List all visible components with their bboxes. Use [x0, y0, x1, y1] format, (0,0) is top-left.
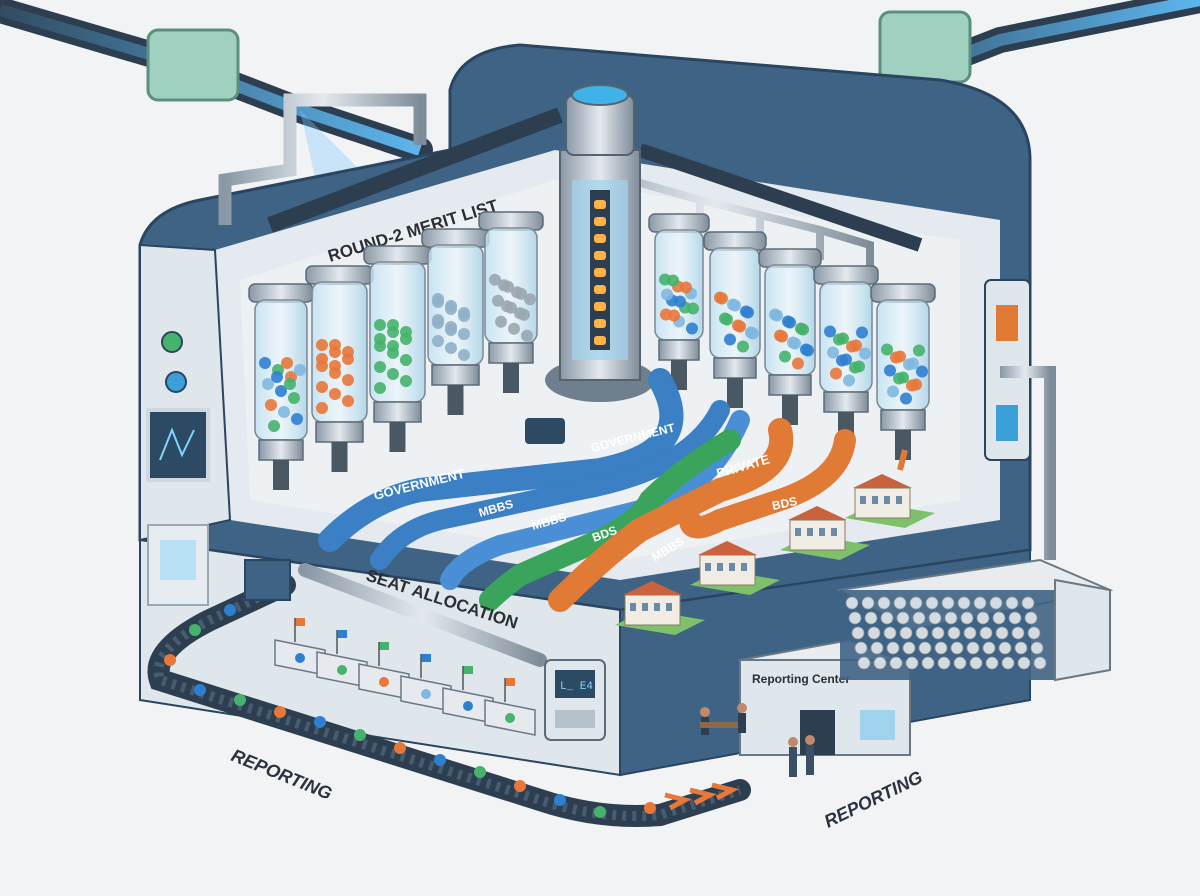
hopper-icon: [648, 213, 710, 390]
conveyor-ball: [594, 806, 606, 818]
hopper-icon: [305, 265, 374, 472]
person-icon: [700, 703, 815, 777]
conveyor-ball: [514, 780, 526, 792]
sorting-bin: [442, 666, 494, 724]
hopper-icon: [870, 283, 936, 460]
hopper-icon: [703, 231, 767, 408]
conveyor-ball: [354, 729, 366, 741]
campus-buildings: [615, 474, 935, 635]
conveyor-ball: [434, 754, 446, 766]
floor-chevrons: [664, 782, 739, 811]
lane-label-bds-orange: BDS: [771, 494, 799, 513]
sorting-bin: [358, 642, 410, 700]
right-side-panel: [984, 279, 1056, 560]
inlet-pipes: [218, 93, 874, 275]
sorting-bin: [400, 654, 452, 712]
sorting-bin: [316, 630, 368, 688]
reporting-center-label: Reporting Center: [752, 672, 850, 686]
merit-list-conveyor: [267, 107, 923, 252]
hoppers-right: [648, 213, 936, 460]
conveyor-ball: [224, 604, 236, 616]
campus-building-icon: [615, 581, 705, 635]
allocation-lanes: [318, 368, 908, 612]
conveyor-ball: [189, 624, 201, 636]
sorting-bin: [484, 678, 536, 736]
seat-bank-icon: [837, 558, 1114, 682]
sorting-bin: [274, 618, 326, 676]
conveyor-ball: [314, 716, 326, 728]
conveyor-ball: [234, 694, 246, 706]
side-control-panel: [146, 331, 210, 606]
campus-building-icon: [690, 541, 780, 595]
front-conveyor: [147, 559, 751, 827]
conveyor-ball: [644, 802, 656, 814]
hopper-icon: [813, 265, 879, 442]
sorting-bins: [274, 618, 536, 736]
hopper-icon: [758, 248, 822, 425]
hoppers-left: [248, 211, 544, 490]
hopper-icon: [248, 283, 314, 490]
hopper-icon: [421, 228, 490, 415]
kiosk-screen-text: L_ E4: [560, 681, 593, 693]
reporting-label-left: REPORTING: [229, 745, 335, 804]
seat-allocation-bar: [298, 563, 547, 667]
campus-building-icon: [780, 506, 870, 560]
conveyor-ball: [164, 654, 176, 666]
conveyor-ball: [394, 742, 406, 754]
conveyor-ball: [274, 706, 286, 718]
reporting-label-right: REPORTING: [821, 767, 926, 832]
kiosk-icon: [544, 659, 606, 741]
fork-marker-icon: [525, 418, 565, 444]
conveyor-ball: [554, 794, 566, 806]
conveyor-ball: [194, 684, 206, 696]
hopper-icon: [478, 211, 544, 393]
data-conveyor-icon: [146, 28, 240, 102]
hopper-icon: [363, 245, 432, 452]
central-column-icon: [545, 84, 655, 402]
campus-building-icon: [845, 474, 935, 528]
conveyor-ball: [474, 766, 486, 778]
